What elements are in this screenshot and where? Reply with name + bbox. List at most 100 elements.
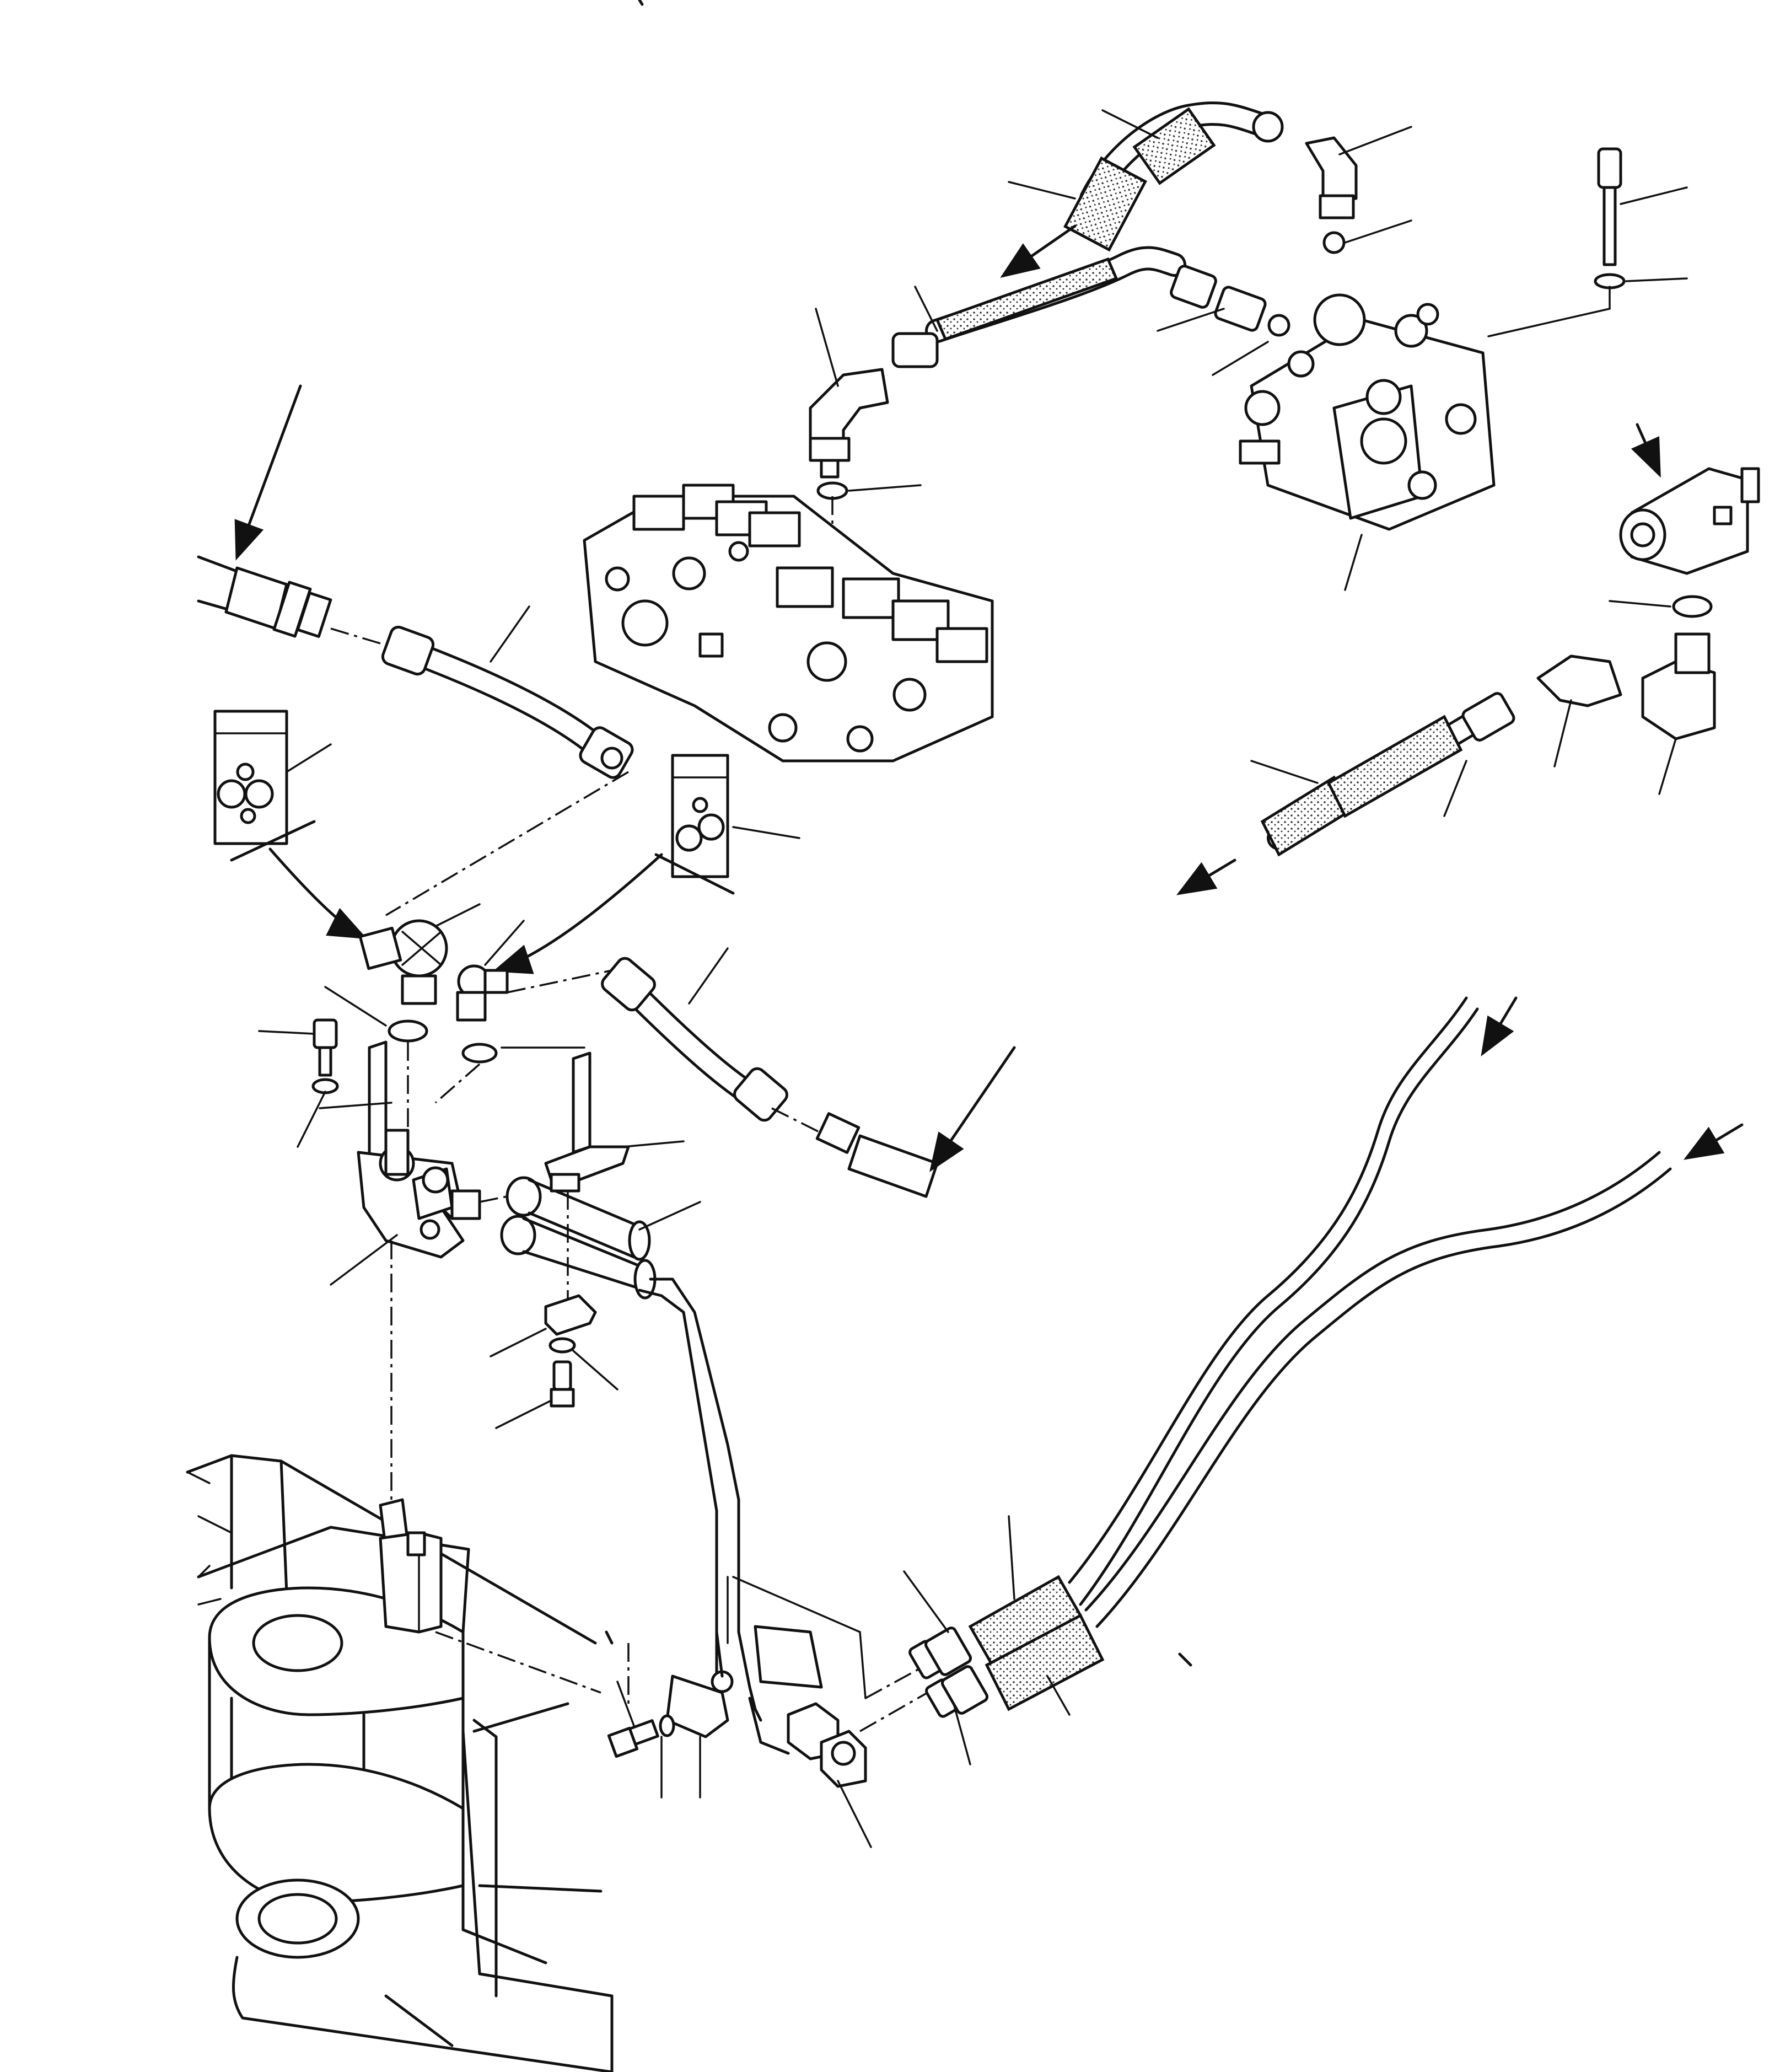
leader xyxy=(732,826,800,839)
leader xyxy=(490,1328,547,1357)
centerline xyxy=(507,969,612,994)
tube-connectors xyxy=(450,1176,657,1300)
centerline xyxy=(435,1631,601,1694)
washer xyxy=(388,1019,428,1043)
bolt-top-right xyxy=(1594,147,1626,289)
leader xyxy=(914,286,938,332)
centerline xyxy=(771,1107,827,1137)
leader xyxy=(953,1703,971,1765)
leader xyxy=(258,1030,315,1035)
leader xyxy=(319,1102,392,1109)
lower-hose-fittings xyxy=(908,1575,1105,1718)
leader xyxy=(1008,181,1076,200)
centerline xyxy=(865,1664,927,1699)
upper-return-hose xyxy=(1063,101,1284,252)
boom-mount-block xyxy=(379,1498,443,1634)
tube-line-c xyxy=(748,1697,790,1755)
leader xyxy=(1553,699,1572,767)
leader xyxy=(1609,600,1671,608)
hose-clamp-lower xyxy=(607,1670,734,1758)
middle-pressure-hose xyxy=(891,246,1290,368)
leader xyxy=(1487,286,1611,337)
tube-line-d xyxy=(715,1630,724,1678)
auxiliary-valve xyxy=(1239,293,1496,531)
flow-arrow-upper xyxy=(1000,224,1077,278)
tee-adapter-small xyxy=(456,964,509,1022)
tick xyxy=(638,0,644,6)
middle-left-hose xyxy=(601,957,788,1122)
flow-arrow-drain-2 xyxy=(1683,1123,1744,1160)
leader xyxy=(490,605,530,663)
flow-arrow-seal-left xyxy=(268,847,368,940)
o-ring xyxy=(1322,231,1346,254)
leader xyxy=(1625,277,1688,282)
bracket-line xyxy=(230,820,316,862)
right-return-hose xyxy=(1260,632,1716,857)
leader xyxy=(197,1515,233,1534)
leader xyxy=(1046,1675,1071,1716)
leader xyxy=(324,986,387,1027)
bolt-left xyxy=(311,1018,339,1094)
hose-end-fitting xyxy=(815,1112,939,1198)
leader xyxy=(434,903,481,927)
leader xyxy=(622,1140,685,1148)
leader xyxy=(1344,219,1412,244)
leader xyxy=(297,1091,326,1148)
leader xyxy=(1212,341,1269,376)
leader xyxy=(837,1780,872,1848)
o-ring xyxy=(1672,595,1713,618)
leader xyxy=(197,1598,222,1606)
mounting-bracket xyxy=(357,1040,465,1259)
seal-kit-packet-right xyxy=(671,754,729,878)
leader xyxy=(1658,738,1677,795)
leader xyxy=(572,1350,619,1391)
flow-arrow-drain-1 xyxy=(1481,996,1518,1057)
leader xyxy=(286,743,332,773)
tick xyxy=(1178,1652,1192,1667)
long-drain-hoses xyxy=(1068,996,1672,1628)
leader xyxy=(638,1201,701,1231)
leader xyxy=(484,920,525,966)
centerline xyxy=(330,627,386,646)
elbow-fitting-main xyxy=(809,368,889,479)
leader xyxy=(495,1399,552,1429)
washer xyxy=(461,1043,498,1064)
flow-arrow-seal-right xyxy=(492,853,663,974)
leader xyxy=(903,1570,949,1633)
l-bracket xyxy=(544,1051,630,1193)
flow-arrow-right xyxy=(1176,858,1236,895)
flow-arrow-mid xyxy=(929,1046,1016,1172)
mounting-plate-small xyxy=(727,1576,867,1699)
leader xyxy=(1250,760,1319,784)
elbow-fitting-upper xyxy=(1305,136,1358,219)
bracket-line xyxy=(654,853,735,895)
inlet-fitting xyxy=(197,555,332,638)
centerline xyxy=(859,1686,938,1732)
tick xyxy=(605,1630,614,1645)
leader xyxy=(330,1234,398,1286)
tube-line-b xyxy=(638,1289,724,1722)
tube-line-a xyxy=(649,1277,762,1722)
flow-arrow-inlet xyxy=(234,384,302,561)
solenoid-valve xyxy=(1619,467,1760,575)
leader xyxy=(848,484,922,492)
leader-aux-valve xyxy=(1344,534,1363,591)
hose-clamp-upper xyxy=(544,1294,597,1408)
upper-left-hose xyxy=(381,625,634,779)
tee-adapter-left xyxy=(358,919,448,1005)
leader xyxy=(1620,186,1688,205)
leader xyxy=(1157,308,1225,332)
leader xyxy=(616,1681,635,1727)
centerline xyxy=(434,1063,481,1104)
elbow-connectors-bottom xyxy=(787,1702,867,1788)
leader xyxy=(1101,109,1159,139)
centerline xyxy=(385,771,629,916)
leader xyxy=(815,308,839,387)
flow-arrow-solenoid xyxy=(1631,423,1661,478)
leader xyxy=(1008,1515,1015,1600)
seal-kit-packet-left xyxy=(213,710,288,845)
leader xyxy=(1338,126,1412,155)
control-valve-block xyxy=(583,484,994,763)
leader xyxy=(688,947,729,1005)
